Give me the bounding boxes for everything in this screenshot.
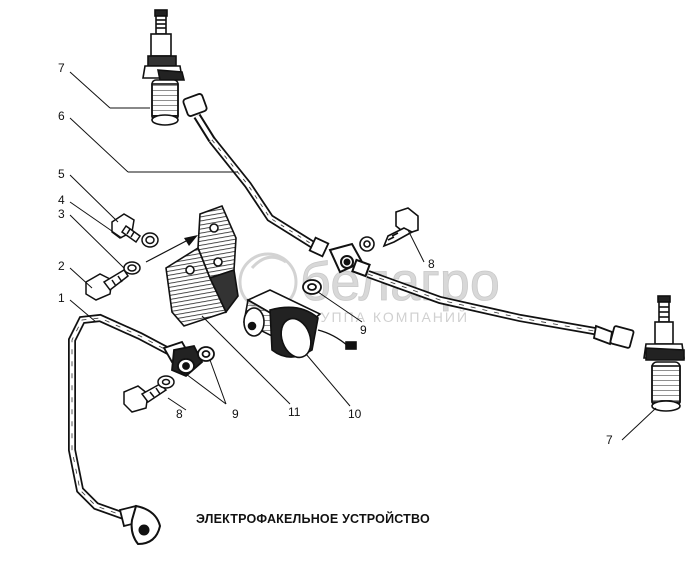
diagram-caption: ЭЛЕКТРОФАКЕЛЬНОЕ УСТРОЙСТВО	[196, 512, 430, 526]
callout-7-top: 7	[58, 61, 65, 75]
callout-3: 3	[58, 207, 65, 221]
callout-1: 1	[58, 291, 65, 305]
watermark-tagline: ГРУППА КОМПАНИЙ	[300, 308, 469, 325]
callout-10: 10	[348, 407, 362, 421]
bolt-small	[111, 213, 159, 248]
mounting-bracket	[165, 204, 239, 327]
callout-labels: 7 6 5 4 3 2 1 8 9 8 9 11 10 7	[58, 61, 613, 447]
leader-lines	[69, 71, 657, 441]
callout-4: 4	[58, 193, 65, 207]
glow-plug-top	[142, 9, 186, 126]
tee-fitting	[328, 242, 371, 278]
callout-8-lower: 8	[176, 407, 183, 421]
assembly-arrow-icon	[145, 235, 198, 263]
callout-7-right: 7	[606, 433, 613, 447]
fuel-tube-lower	[68, 313, 192, 546]
callout-9-lower: 9	[232, 407, 239, 421]
callout-9-middle: 9	[360, 323, 367, 337]
callout-5: 5	[58, 167, 65, 181]
fuel-tube-right	[366, 270, 635, 349]
callout-6: 6	[58, 109, 65, 123]
callout-8-right: 8	[428, 257, 435, 271]
callout-11: 11	[288, 405, 301, 419]
callout-2: 2	[58, 259, 65, 273]
fuel-solenoid-valve	[243, 289, 357, 359]
bolt-lower	[123, 375, 175, 413]
washer-middle	[302, 279, 322, 295]
glow-plug-right	[643, 295, 685, 412]
bolt-right	[359, 207, 419, 252]
banjo-lower	[171, 344, 215, 378]
fuel-tube-upper	[182, 93, 330, 258]
bolt-two	[85, 261, 141, 301]
